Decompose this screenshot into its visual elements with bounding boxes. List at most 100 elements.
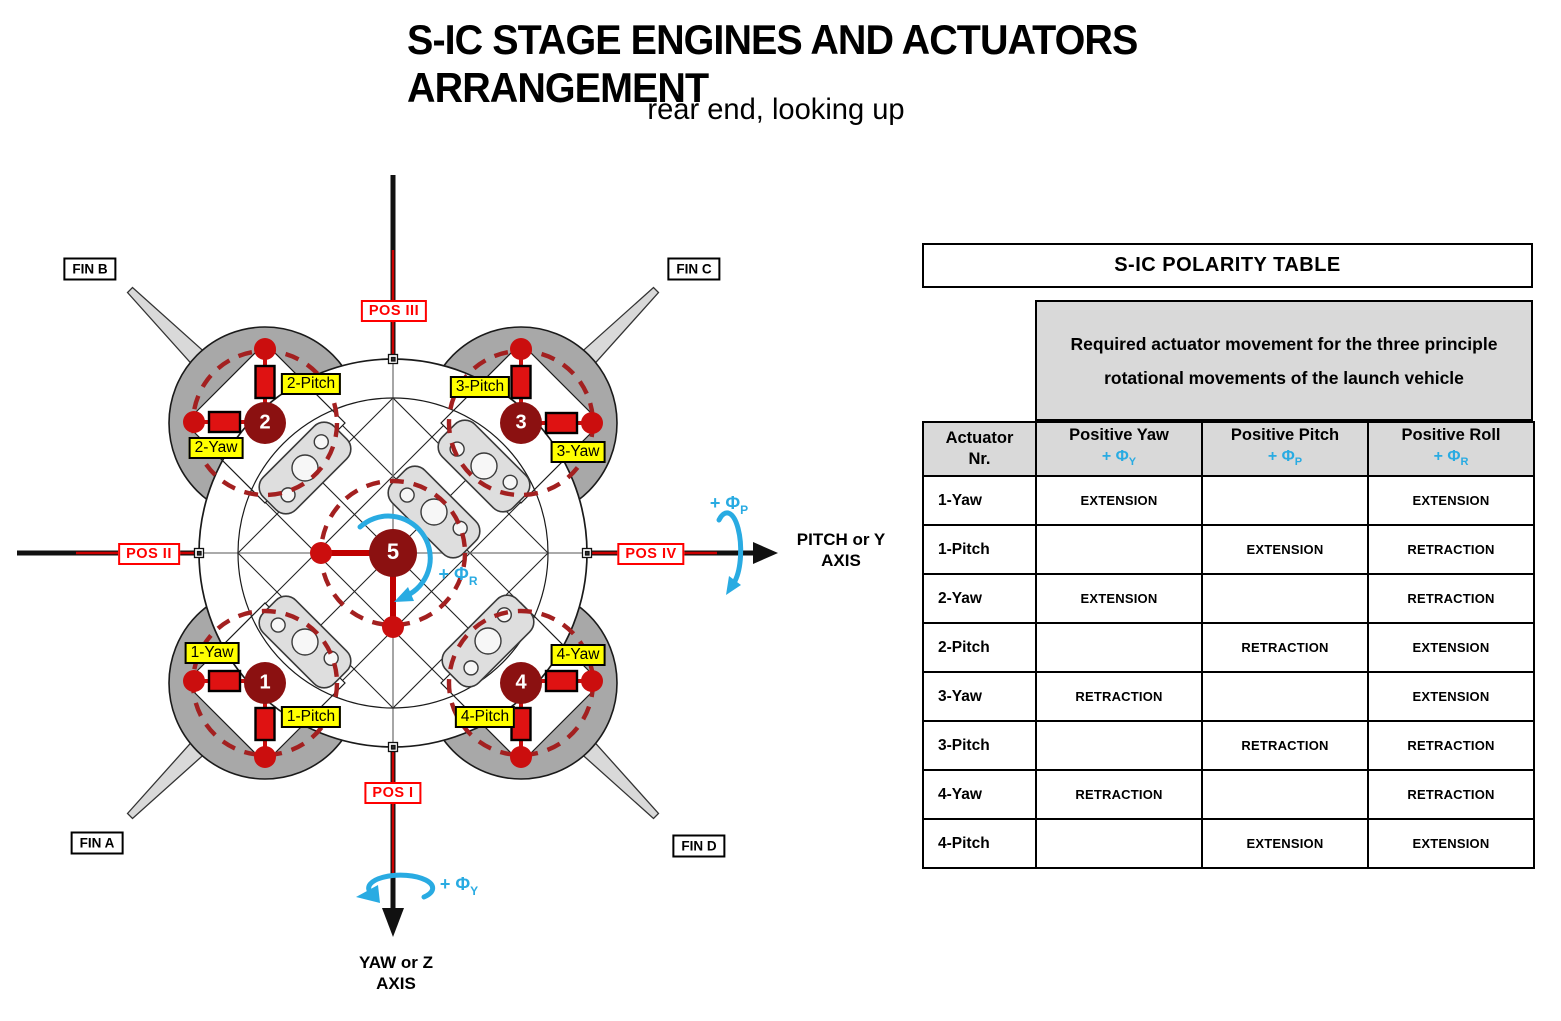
actuator-1-pitch (254, 706, 276, 742)
polarity-value-cell: RETRACTION (1035, 671, 1203, 723)
polarity-value-cell: EXTENSION (1367, 622, 1535, 674)
actuator-label-4-yaw: 4-Yaw (550, 644, 606, 666)
col-header-positive-pitch: Positive Pitch + ΦP (1201, 420, 1369, 478)
polarity-value-cell: EXTENSION (1201, 818, 1369, 870)
fin-d-label: FIN D (672, 834, 726, 858)
polarity-value-cell: RETRACTION (1201, 720, 1369, 772)
actuator-name-cell: 1-Yaw (922, 475, 1037, 527)
engine-3-number: 3 (515, 411, 527, 434)
yaw-rotation-arrow (366, 872, 436, 900)
engine-4-number: 4 (515, 671, 527, 694)
duct (258, 421, 352, 515)
engine-2-number: 2 (259, 411, 271, 434)
engine-1-circle (244, 662, 286, 704)
polarity-value-cell: RETRACTION (1201, 622, 1369, 674)
polarity-value-cell (1201, 671, 1369, 723)
actuator-2-yaw (207, 410, 242, 434)
pitch-axis-arrowhead (753, 542, 778, 564)
engine-arrangement-diagram (17, 175, 778, 937)
engine-4-circle (500, 662, 542, 704)
positive-roll-rotation-label: + ΦR (438, 564, 478, 588)
polarity-value-cell: EXTENSION (1367, 671, 1535, 723)
polarity-value-cell: EXTENSION (1035, 475, 1203, 527)
positive-yaw-rotation-label: + ΦY (439, 874, 479, 898)
yaw-axis-arrowhead (382, 908, 404, 937)
polarity-table: Actuator Nr. Positive Yaw + ΦY Positive … (922, 420, 1535, 870)
polarity-value-cell: RETRACTION (1367, 573, 1535, 625)
position-edge-markers (193, 353, 593, 753)
polarity-value-cell (1035, 622, 1203, 674)
actuator-label-2-yaw: 2-Yaw (188, 437, 244, 459)
polarity-table-title: S-IC POLARITY TABLE (922, 243, 1533, 288)
engine-5-number: 5 (386, 539, 400, 564)
pos-i-label: POS I (364, 782, 422, 804)
rotation-arrows (356, 510, 744, 903)
actuator-name-cell: 4-Pitch (922, 818, 1037, 870)
actuator-3-pitch (510, 364, 532, 400)
actuator-3-yaw (544, 411, 579, 435)
pos-iii-label: POS III (360, 300, 428, 322)
col-header-positive-yaw: Positive Yaw + ΦY (1035, 420, 1203, 478)
polarity-value-cell: RETRACTION (1367, 720, 1535, 772)
actuator-name-cell: 3-Yaw (922, 671, 1037, 723)
pos-iv-label: POS IV (617, 543, 685, 565)
pos-ii-label: POS II (118, 543, 180, 565)
actuator-label-4-pitch: 4-Pitch (454, 706, 516, 728)
polarity-value-cell: RETRACTION (1367, 524, 1535, 576)
fin-c-label: FIN C (667, 257, 721, 281)
polarity-value-cell: EXTENSION (1035, 573, 1203, 625)
pitch-rotation-arrow (716, 510, 744, 584)
duct (258, 595, 352, 689)
polarity-value-cell (1201, 475, 1369, 527)
actuator-name-cell: 4-Yaw (922, 769, 1037, 821)
actuator-label-1-pitch: 1-Pitch (280, 706, 342, 728)
fin-b-label: FIN B (63, 257, 117, 281)
stage-inner-circle (237, 397, 549, 709)
fin-a-label: FIN A (70, 831, 124, 855)
col-header-actuator: Actuator Nr. (922, 420, 1037, 478)
polarity-value-cell: EXTENSION (1367, 818, 1535, 870)
polarity-value-cell: EXTENSION (1201, 524, 1369, 576)
polarity-value-cell: RETRACTION (1035, 769, 1203, 821)
polarity-table-header-note: Required actuator movement for the three… (1035, 300, 1533, 421)
actuator-label-3-pitch: 3-Pitch (449, 376, 511, 398)
actuator-name-cell: 3-Pitch (922, 720, 1037, 772)
actuator-4-yaw (544, 669, 579, 693)
actuator-label-2-pitch: 2-Pitch (280, 373, 342, 395)
roll-rotation-arrow (357, 513, 433, 597)
actuator-name-cell: 2-Yaw (922, 573, 1037, 625)
polarity-table-header-row: Actuator Nr. Positive Yaw + ΦY Positive … (922, 420, 1535, 478)
actuator-2-pitch (254, 364, 276, 400)
polarity-value-cell (1035, 720, 1203, 772)
actuator-label-3-yaw: 3-Yaw (550, 441, 606, 463)
polarity-value-cell (1035, 524, 1203, 576)
actuators (183, 338, 603, 768)
engine-2-circle (244, 402, 286, 444)
engine-3-circle (500, 402, 542, 444)
page-subtitle: rear end, looking up (647, 93, 905, 126)
engine-1-number: 1 (259, 671, 271, 694)
polarity-value-cell: EXTENSION (1367, 475, 1535, 527)
page-title: S-IC STAGE ENGINES AND ACTUATORS ARRANGE… (407, 16, 1138, 111)
actuator-1-yaw (207, 669, 242, 693)
actuator-name-cell: 2-Pitch (922, 622, 1037, 674)
actuator-name-cell: 1-Pitch (922, 524, 1037, 576)
polarity-value-cell (1035, 818, 1203, 870)
engine-circles (244, 402, 542, 704)
polarity-value-cell: RETRACTION (1367, 769, 1535, 821)
col-header-positive-roll: Positive Roll + ΦR (1367, 420, 1535, 478)
positive-pitch-rotation-label: + ΦP (709, 493, 749, 517)
actuator-label-1-yaw: 1-Yaw (184, 642, 240, 664)
